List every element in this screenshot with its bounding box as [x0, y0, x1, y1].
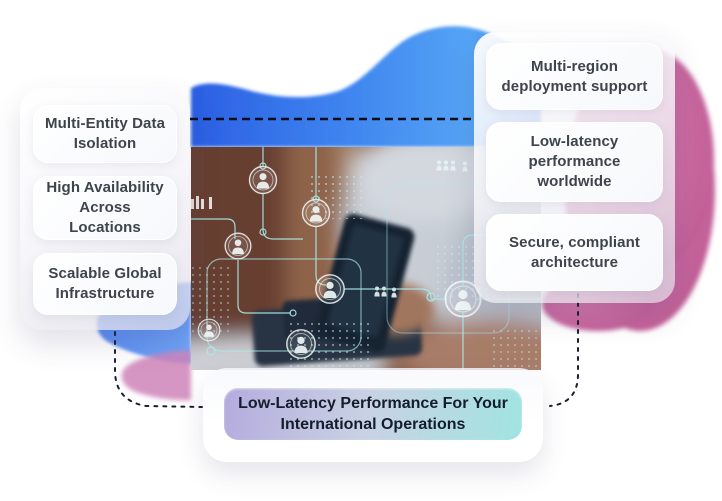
user-node-icon [197, 318, 221, 342]
dashed-connector-left [114, 331, 203, 408]
user-node-icon [301, 198, 331, 228]
feature-card-multi-region: Multi-region deployment support [486, 43, 663, 110]
user-node-icon [315, 274, 345, 304]
user-node-icon [286, 329, 316, 359]
feature-card-label: Multi-region deployment support [501, 57, 648, 95]
equalizer-icon [191, 196, 212, 209]
feature-card-low-latency: Low-latency performance worldwide [486, 122, 663, 202]
feature-card-multi-entity: Multi-Entity Data Isolation [33, 105, 177, 163]
feature-card-scalable-global: Scalable Global Infrastructure [33, 253, 177, 315]
headline-text: Low-Latency Performance For Your Interna… [238, 394, 508, 433]
feature-card-label: Scalable Global Infrastructure [48, 265, 162, 302]
feature-card-label: High Availability Across Locations [46, 179, 164, 236]
feature-card-label: Secure, compliant architecture [509, 233, 640, 271]
feature-card-high-availability: High Availability Across Locations [33, 176, 177, 240]
feature-card-label: Multi-Entity Data Isolation [44, 115, 166, 152]
feature-card-secure-compliant: Secure, compliant architecture [486, 214, 663, 291]
user-node-icon [224, 232, 252, 260]
headline-banner-card: Low-Latency Performance For Your Interna… [224, 388, 522, 440]
right-feature-panel: Multi-region deployment support Low-late… [474, 32, 675, 303]
headline-banner: Low-Latency Performance For Your Interna… [203, 368, 543, 462]
feature-card-label: Low-latency performance worldwide [528, 133, 621, 190]
user-node-icon [248, 165, 278, 195]
left-feature-panel: Multi-Entity Data Isolation High Availab… [20, 88, 190, 330]
dashed-connector-right [549, 293, 579, 407]
